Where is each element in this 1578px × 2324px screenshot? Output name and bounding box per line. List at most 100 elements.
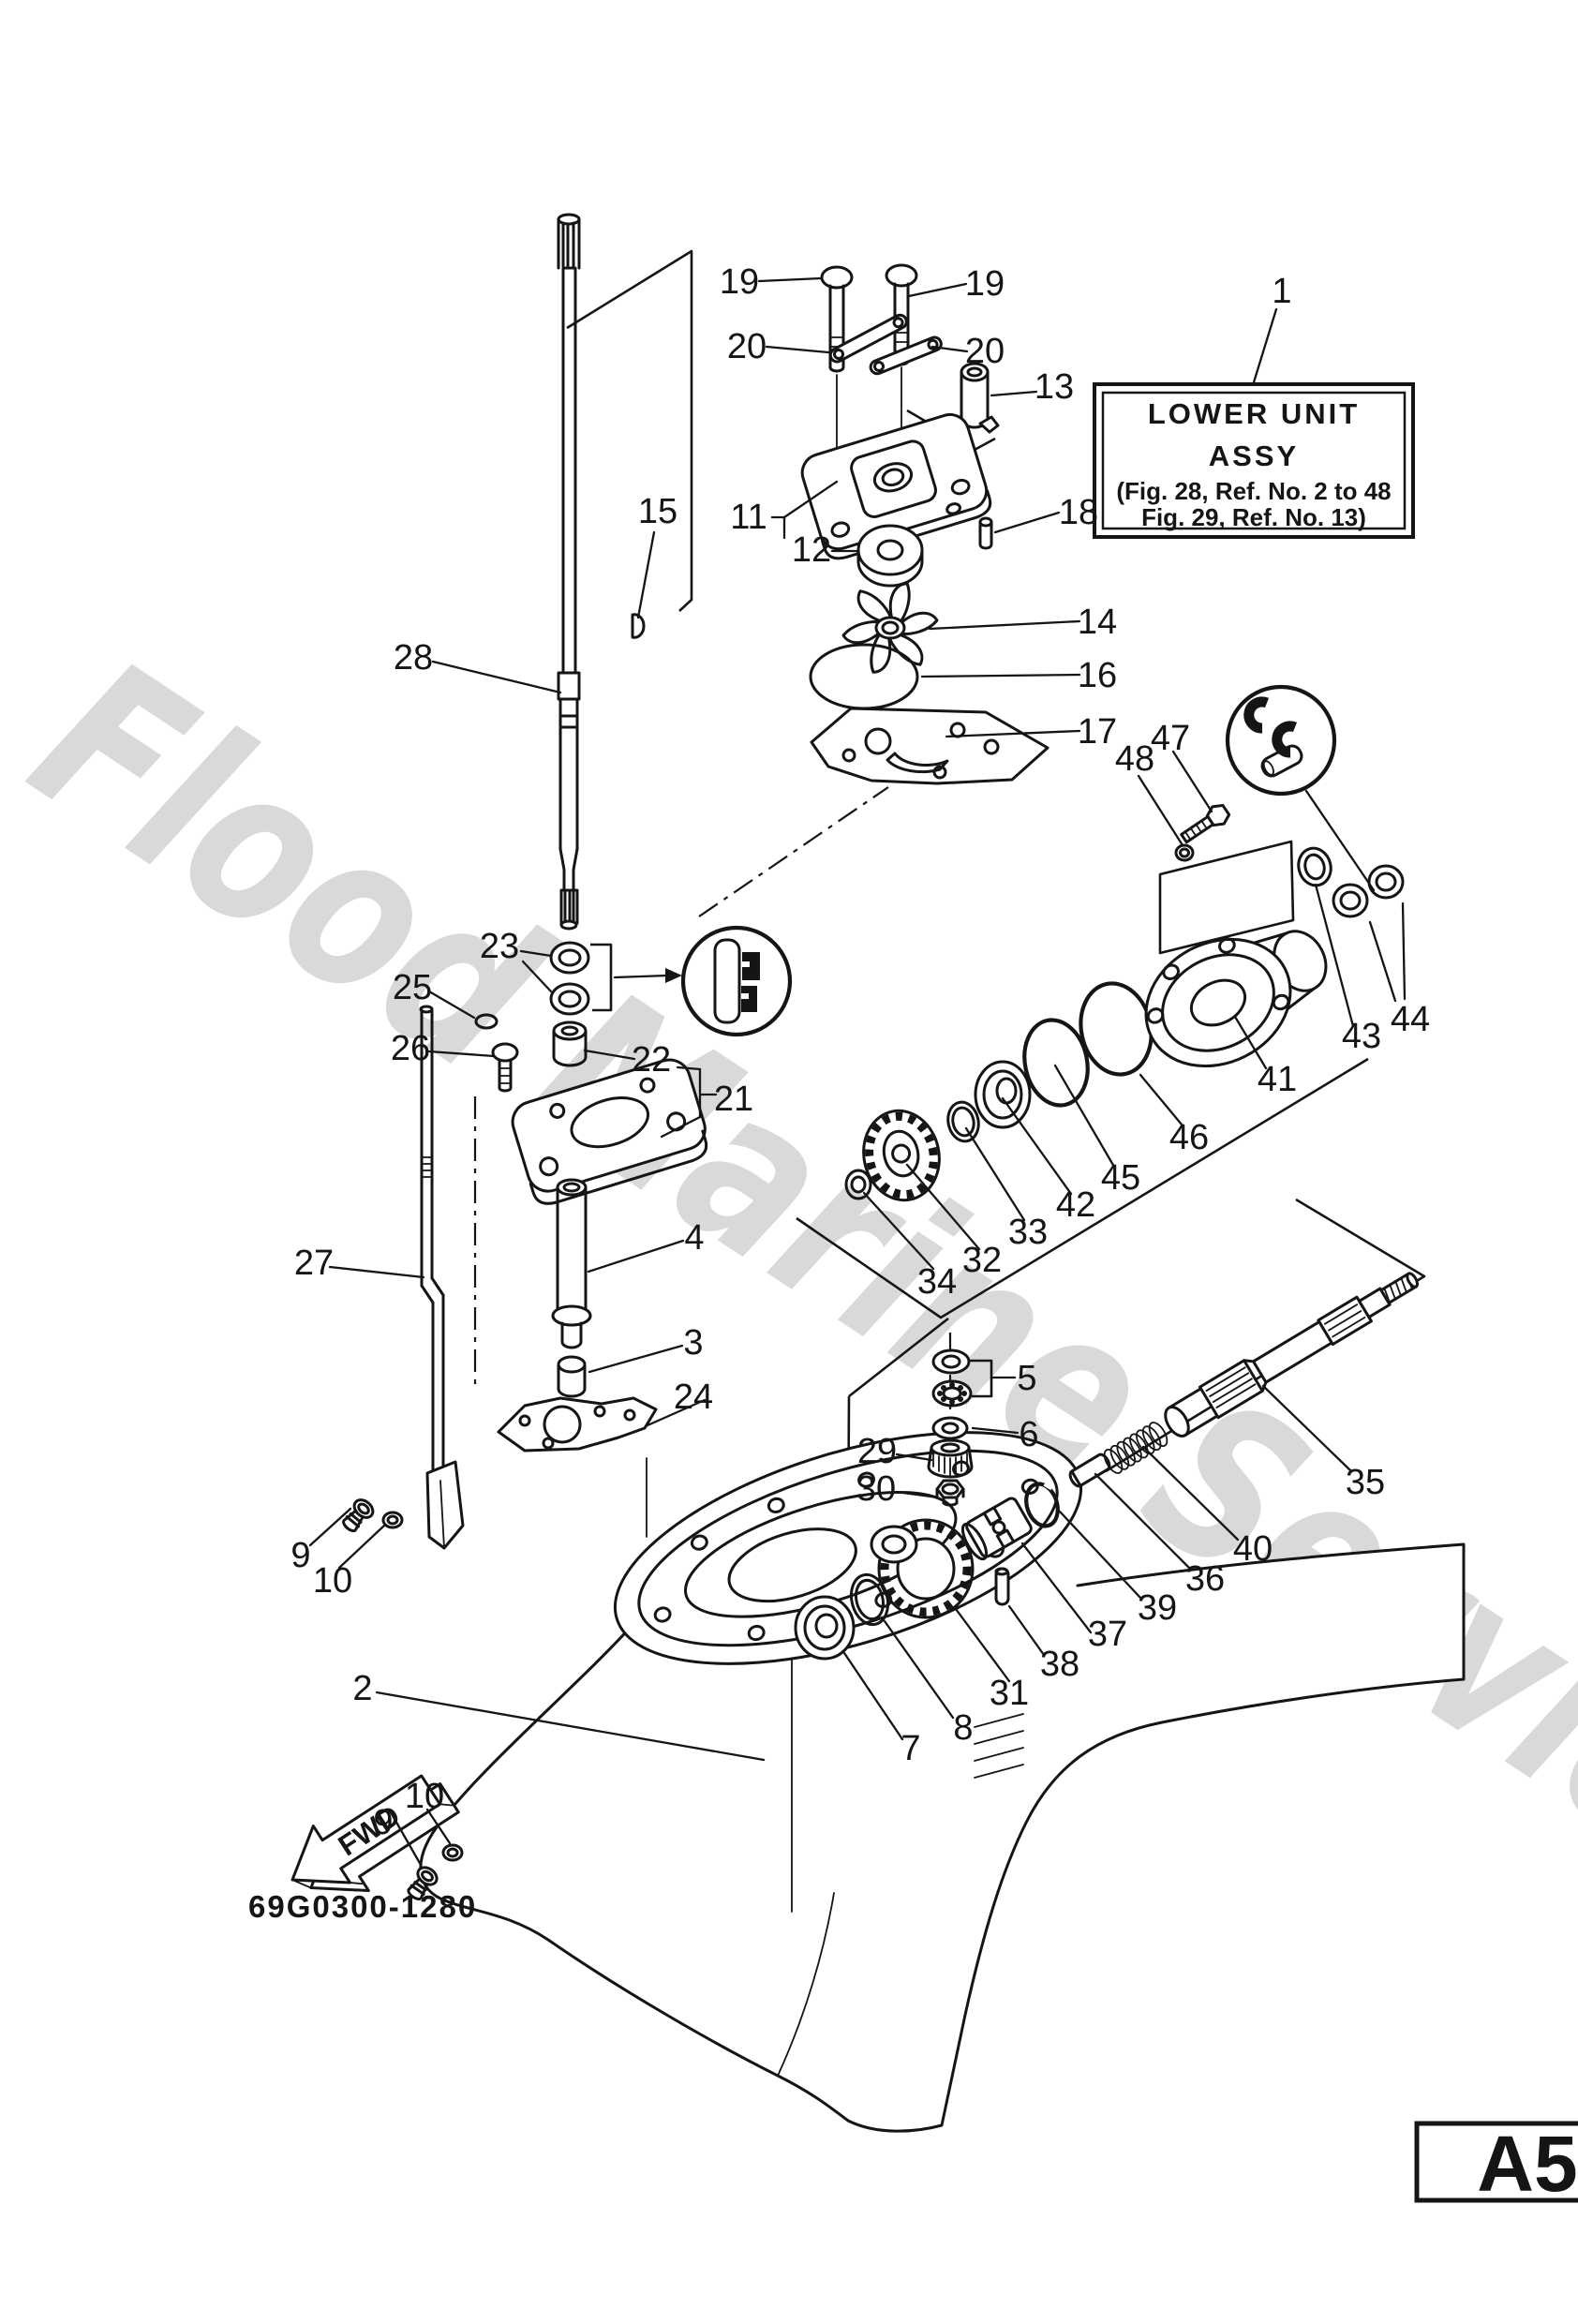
title-box: LOWER UNIT ASSY (Fig. 28, Ref. No. 2 to … (1093, 382, 1415, 539)
leader-line-27 (328, 1265, 425, 1279)
part-washer-6 (931, 1416, 969, 1440)
part-label-9: 9 (373, 1803, 393, 1842)
part-shift-rod-27 (419, 1005, 465, 1550)
leader-line-11 (782, 480, 839, 519)
leader-line-4 (587, 1239, 685, 1274)
leader-line-17 (945, 729, 1081, 738)
part-bushing-22 (552, 1020, 588, 1067)
leader-line-23 (519, 949, 553, 958)
part-label-28: 28 (394, 638, 433, 678)
leader-line-3 (588, 1344, 684, 1374)
part-label-2: 2 (352, 1669, 372, 1708)
part-gasket-17 (810, 707, 1050, 785)
part-label-35: 35 (1346, 1463, 1385, 1502)
leader-line-18 (993, 511, 1061, 534)
part-label-34: 34 (917, 1262, 957, 1302)
leader-line-10 (337, 1524, 386, 1570)
leader-line-47 (1171, 750, 1213, 813)
part-label-9: 9 (290, 1536, 310, 1575)
part-plunger-36 (1068, 1452, 1111, 1488)
part-forward-gear-31 (870, 1518, 975, 1619)
part-gear-case-2 (419, 1431, 1466, 2133)
page-tag: A5 (1477, 2120, 1577, 2208)
leader-line-6 (971, 1426, 1020, 1435)
part-label-25: 25 (393, 968, 432, 1007)
part-label-20: 20 (727, 327, 767, 366)
leader-line-43 (1314, 883, 1355, 1028)
leader-line-9 (389, 1810, 423, 1867)
leader-line-48 (1137, 774, 1184, 847)
figure-code: 69G0300-1280 (248, 1889, 477, 1924)
part-label-36: 36 (1185, 1559, 1225, 1599)
part-bolt-19-left (820, 265, 854, 474)
part-label-21: 21 (714, 1080, 753, 1119)
leader-line-1 (1252, 307, 1278, 384)
part-label-46: 46 (1169, 1118, 1209, 1157)
leader-line-20 (930, 345, 969, 353)
part-label-31: 31 (990, 1674, 1029, 1713)
leader-line-41 (1233, 1015, 1268, 1070)
part-label-38: 38 (1040, 1645, 1079, 1684)
part-label-3: 3 (683, 1323, 703, 1363)
part-seal-43 (1297, 846, 1332, 887)
part-thrust-washer-5 (931, 1348, 971, 1375)
leader-line-39 (1058, 1510, 1142, 1600)
part-label-40: 40 (1233, 1529, 1273, 1569)
part-label-12: 12 (792, 530, 831, 570)
leader-line-26 (427, 1050, 496, 1058)
part-link-20-right (869, 335, 943, 376)
part-washer-10-top (381, 1511, 404, 1529)
leader-line-30 (894, 1490, 940, 1499)
leader-line-19 (907, 282, 968, 298)
detail-circle-clip (1225, 684, 1376, 892)
part-link-20-left (828, 313, 908, 364)
part-base-plate-21 (511, 1058, 708, 1205)
part-pinion-gear-29 (927, 1438, 974, 1479)
leader-line-7 (842, 1651, 904, 1741)
leader-line-25 (427, 990, 476, 1020)
part-impeller-14 (841, 582, 939, 674)
leader-line-33 (964, 1126, 1026, 1222)
leader-line-34 (862, 1191, 935, 1271)
part-drive-shaft-28 (557, 213, 581, 931)
part-prop-shaft-35 (1164, 1272, 1420, 1438)
detail-circle-bearing (680, 925, 793, 1037)
part-label-14: 14 (1078, 603, 1117, 642)
part-washer-34 (844, 1169, 872, 1200)
part-label-41: 41 (1258, 1060, 1297, 1099)
part-bolt-9-bottom (407, 1866, 439, 1900)
part-fitting-13 (960, 362, 1000, 434)
part-label-44: 44 (1391, 1000, 1430, 1039)
part-label-24: 24 (674, 1378, 713, 1417)
part-nut-30 (935, 1479, 965, 1507)
part-thrust-bearing-5 (931, 1379, 973, 1408)
leader-line-20 (765, 345, 830, 354)
part-label-27: 27 (294, 1244, 334, 1283)
leader-line-16 (920, 673, 1081, 678)
part-label-19: 19 (965, 264, 1005, 304)
part-label-6: 6 (1019, 1415, 1038, 1454)
part-label-4: 4 (684, 1218, 704, 1258)
leader-line-21 (660, 1115, 702, 1139)
part-label-47: 47 (1151, 719, 1190, 758)
part-spring-40 (1103, 1422, 1169, 1474)
part-label-7: 7 (901, 1729, 920, 1768)
leader-line-22 (583, 1049, 636, 1061)
part-label-10: 10 (313, 1561, 352, 1601)
leader-line-44 (1368, 920, 1397, 1003)
part-label-26: 26 (391, 1029, 430, 1068)
part-bolt-9-top (342, 1498, 375, 1533)
leader-line-19 (757, 276, 823, 283)
leader-line-23 (521, 960, 553, 993)
part-bearing-7 (794, 1595, 856, 1661)
leader-line-14 (928, 619, 1081, 631)
part-oring-45 (1022, 1018, 1090, 1108)
part-washer-44-a (1332, 883, 1369, 918)
part-label-8: 8 (953, 1708, 973, 1748)
part-label-11: 11 (730, 498, 767, 537)
leader-line-8 (883, 1619, 955, 1720)
part-label-48: 48 (1115, 739, 1154, 779)
leader-line-31 (954, 1607, 1011, 1683)
